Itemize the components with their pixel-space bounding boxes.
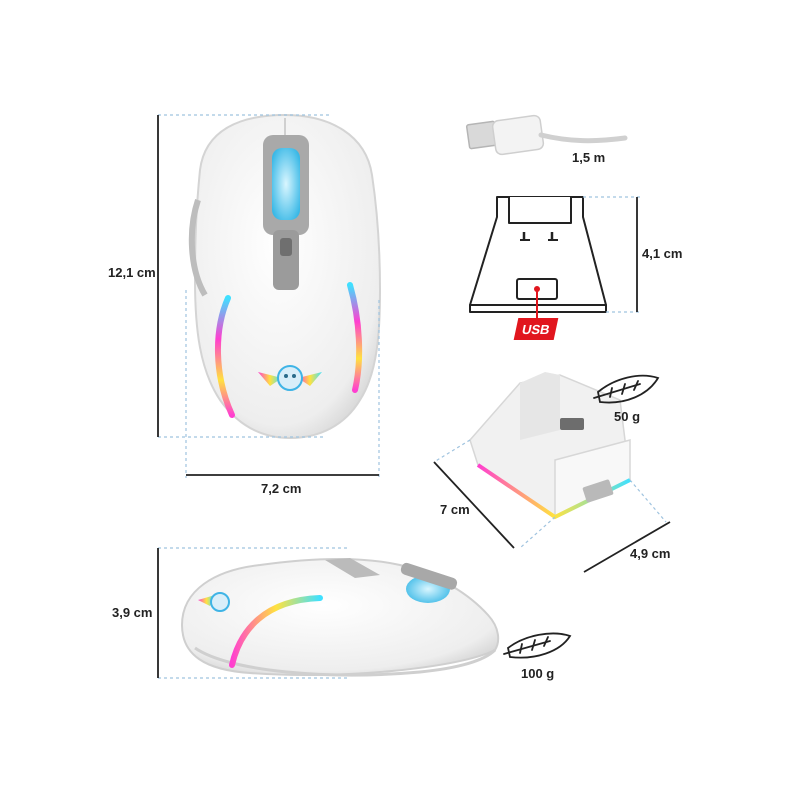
dimension-arrows-top-view xyxy=(157,115,379,476)
mouse-top-view xyxy=(188,113,382,440)
dpi-panel xyxy=(273,230,299,290)
mouse-weight-label: 100 g xyxy=(521,666,555,681)
dimension-lines-dock-3d xyxy=(433,439,667,549)
usb-port-badge: USB xyxy=(513,318,559,340)
mouse-side-view xyxy=(180,558,500,677)
usb-plug-icon xyxy=(465,114,545,156)
side-buttons xyxy=(325,558,380,578)
dock-depth-label: 7 cm xyxy=(440,502,470,517)
rgb-strip-right xyxy=(347,282,363,393)
dimension-arrows-dock-3d xyxy=(433,461,671,573)
skull-wings-side-logo-icon xyxy=(198,592,230,612)
mouse-height-label: 12,1 cm xyxy=(108,265,156,280)
dock-weight-label: 50 g xyxy=(614,409,641,424)
mouse-depth-label: 3,9 cm xyxy=(112,605,153,620)
cable-cord xyxy=(538,132,628,144)
side-grip xyxy=(188,199,208,297)
cable-length-label: 1,5 m xyxy=(572,150,606,165)
usb-cable xyxy=(465,114,628,156)
dimension-lines-top-view xyxy=(158,114,380,478)
dock-width-label: 4,9 cm xyxy=(630,546,671,561)
mouse-width-label: 7,2 cm xyxy=(261,481,302,496)
dock-3d-usb-port xyxy=(582,479,614,503)
scroll-wheel xyxy=(272,148,300,220)
mouse-side-body xyxy=(180,558,500,677)
dock-port-indicator xyxy=(534,286,540,318)
dock-3d-contacts xyxy=(560,418,584,430)
rgb-strip-left xyxy=(215,295,235,418)
dpi-button xyxy=(280,238,292,256)
side-rgb-strip xyxy=(229,595,323,668)
feather-icon xyxy=(503,632,572,659)
dock-3d-back xyxy=(520,372,560,440)
dock-3d-view xyxy=(469,372,631,520)
side-top-panel xyxy=(400,562,458,590)
feather-icon xyxy=(593,374,660,404)
dimension-lines-side-view xyxy=(158,547,350,679)
usb-port-badge-text: USB xyxy=(520,321,552,337)
skull-wings-logo-icon xyxy=(258,365,322,391)
dock-height-label: 4,1 cm xyxy=(642,246,683,261)
